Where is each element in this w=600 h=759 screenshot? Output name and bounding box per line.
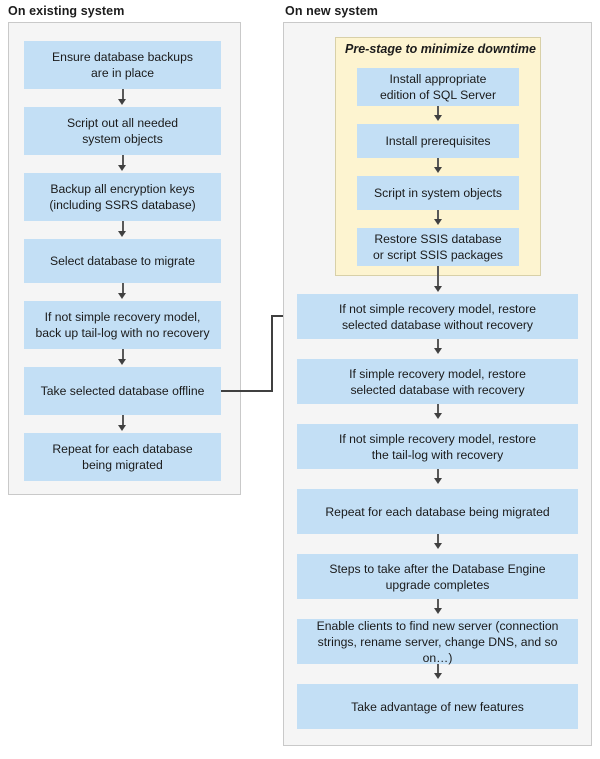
arrow-connector (437, 158, 439, 170)
step-box-script-in-objects[interactable]: Script in system objects (357, 176, 519, 210)
column-heading-existing-system: On existing system (8, 4, 125, 18)
step-box-script-system-objects[interactable]: Script out all needed system objects (24, 107, 221, 155)
arrow-head-down-icon (433, 348, 442, 354)
arrow-head-down-icon (433, 413, 442, 419)
prestage-group-title: Pre-stage to minimize downtime (345, 42, 537, 56)
arrow-head-down-icon (118, 293, 126, 299)
column-heading-new-system: On new system (285, 4, 378, 18)
step-box-restore-ssis[interactable]: Restore SSIS database or script SSIS pac… (357, 228, 519, 266)
cross-connector-segment-vertical (271, 315, 273, 392)
step-line-1: If not simple recovery model, (44, 310, 201, 324)
step-line-1: If simple recovery model, restore (349, 366, 526, 381)
arrow-connector (121, 415, 124, 428)
step-box-repeat-each-database[interactable]: Repeat for each database being migrated (24, 433, 221, 481)
arrow-head-down-icon (433, 219, 442, 225)
step-box-restore-without-recovery[interactable]: If not simple recovery model, restore se… (297, 294, 578, 339)
arrow-head-down-icon (118, 165, 126, 171)
arrow-head-down-icon (433, 543, 442, 549)
step-line-1: Take advantage of new features (351, 699, 524, 714)
arrow-connector (121, 221, 124, 234)
step-line-2: edition of SQL Server (379, 88, 497, 102)
arrow-connector (437, 404, 439, 416)
arrow-head-down-icon (118, 99, 126, 105)
arrow-connector (437, 106, 439, 118)
arrow-connector (437, 339, 439, 351)
step-line-1: Restore SSIS database (374, 232, 502, 246)
arrow-connector (121, 89, 124, 102)
arrow-connector (121, 155, 124, 168)
step-line-1: Enable clients to find new server (conne… (316, 618, 559, 633)
step-box-post-upgrade-steps[interactable]: Steps to take after the Database Engine … (297, 554, 578, 599)
arrow-head-down-icon (118, 425, 126, 431)
step-box-install-sql-server[interactable]: Install appropriate edition of SQL Serve… (357, 68, 519, 106)
step-line-2: upgrade completes (385, 577, 490, 592)
arrow-head-down-icon (118, 231, 126, 237)
step-line-1: Ensure database backups (52, 50, 193, 64)
step-box-take-offline[interactable]: Take selected database offline (24, 367, 221, 415)
arrow-head-down-icon (433, 167, 442, 173)
arrow-head-down-icon (433, 115, 442, 121)
step-box-select-database[interactable]: Select database to migrate (24, 239, 221, 283)
step-box-repeat-each-database-new[interactable]: Repeat for each database being migrated (297, 489, 578, 534)
arrow-connector (437, 534, 439, 546)
arrow-head-down-icon (118, 359, 126, 365)
step-line-2: selected database without recovery (341, 317, 534, 332)
cross-connector-segment-horizontal-upper (271, 315, 293, 317)
step-line-2: back up tail-log with no recovery (35, 326, 210, 340)
step-line-2: strings, rename server, change DNS, and … (317, 634, 558, 665)
step-line-1: If not simple recovery model, restore (338, 431, 537, 446)
step-line-1: Install prerequisites (385, 134, 491, 148)
step-line-1: Take selected database offline (40, 384, 205, 398)
step-box-enable-clients[interactable]: Enable clients to find new server (conne… (297, 618, 578, 665)
step-box-restore-with-recovery[interactable]: If simple recovery model, restore select… (297, 359, 578, 404)
cross-connector-segment-horizontal-lower (221, 390, 273, 392)
step-line-2: the tail-log with recovery (371, 447, 504, 462)
arrow-connector (121, 349, 124, 362)
step-line-1: Select database to migrate (50, 254, 195, 268)
step-line-1: Install appropriate (389, 72, 487, 86)
arrow-connector (437, 469, 439, 481)
step-line-1: Repeat for each database being migrated (325, 504, 550, 519)
step-box-install-prereqs[interactable]: Install prerequisites (357, 124, 519, 158)
arrow-connector (121, 283, 124, 296)
step-box-backup-encryption-keys[interactable]: Backup all encryption keys (including SS… (24, 173, 221, 221)
step-box-backup-tail-log[interactable]: If not simple recovery model, back up ta… (24, 301, 221, 349)
step-line-2: system objects (82, 132, 163, 146)
step-box-take-advantage[interactable]: Take advantage of new features (297, 684, 578, 729)
arrow-connector (437, 266, 439, 288)
step-line-1: If not simple recovery model, restore (338, 301, 537, 316)
step-box-ensure-backups[interactable]: Ensure database backups are in place (24, 41, 221, 89)
arrow-head-down-icon (433, 478, 442, 484)
step-line-1: Repeat for each database (52, 442, 193, 456)
step-line-2: or script SSIS packages (372, 248, 504, 262)
arrow-connector (437, 664, 439, 676)
step-line-1: Steps to take after the Database Engine (329, 561, 546, 576)
step-line-1: Backup all encryption keys (50, 182, 195, 196)
step-line-1: Script out all needed (66, 116, 179, 130)
step-line-2: selected database with recovery (350, 382, 525, 397)
arrow-connector (437, 210, 439, 222)
arrow-head-down-icon (433, 608, 442, 614)
arrow-head-down-icon (433, 286, 442, 292)
step-line-2: being migrated (82, 458, 163, 472)
arrow-head-down-icon (433, 673, 442, 679)
step-line-2: are in place (90, 66, 154, 80)
arrow-connector (437, 599, 439, 611)
step-line-2: (including SSRS database) (49, 198, 196, 212)
step-line-1: Script in system objects (373, 186, 502, 200)
step-box-restore-tail-log[interactable]: If not simple recovery model, restore th… (297, 424, 578, 469)
